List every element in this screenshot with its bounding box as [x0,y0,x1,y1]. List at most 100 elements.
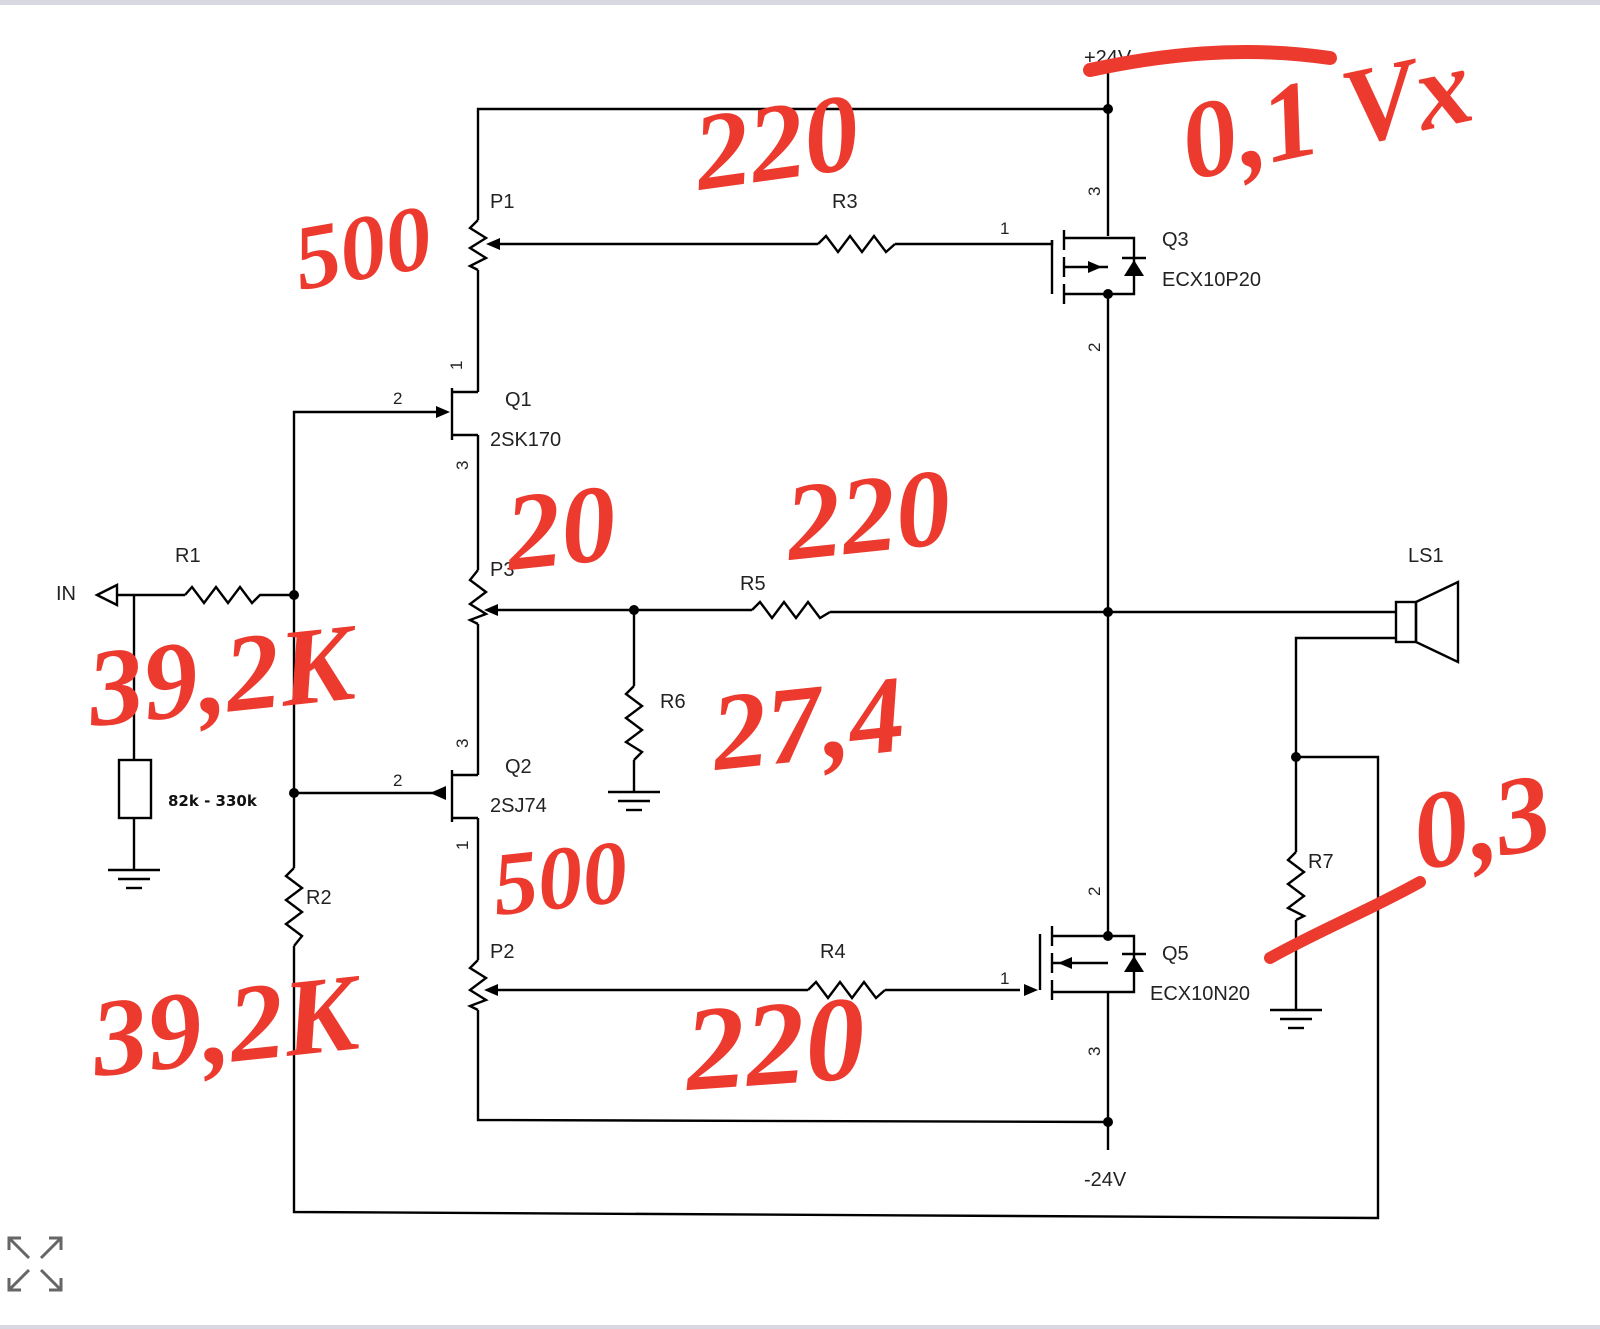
annotation-r1-value: 39,2K [81,600,366,750]
window-frame-top [0,0,1600,5]
resistor-r6 [623,685,644,761]
expand-icon-arrows [7,1236,63,1292]
q2-gate-arrow [430,786,446,800]
pot-p2-track [467,959,489,1012]
mosfet-q3 [1050,230,1146,304]
label-r7: R7 [1308,851,1334,873]
junction-r6 [629,605,639,615]
label-r1: R1 [175,545,201,567]
annotation-r5-value: 220 [778,445,957,584]
expand-icon-ne-line [39,1236,63,1260]
junction-bottom [1103,1117,1113,1127]
label-q5: Q5 [1162,943,1189,965]
component-labels: +24V -24V IN R1 R2 R3 R4 R5 R6 R7 P1 P2 … [56,47,1444,1191]
pot-p1-track [467,219,489,272]
q5-gate-arrow [1024,984,1038,996]
label-q5-part: ECX10N20 [1150,983,1250,1005]
label-r3: R3 [832,191,858,213]
label-p3: P3 [490,559,514,581]
pot-p2-wiper-arrow [484,984,498,996]
junctions [289,104,1301,1127]
pin-q3-source: 3 [1085,187,1104,196]
jfet-q2 [430,770,478,822]
label-ls1: LS1 [1408,545,1444,567]
resistor-r7 [1285,851,1307,922]
label-q2-part: 2SJ74 [490,795,547,817]
junction-r7 [1291,752,1301,762]
q1-gate-arrow [436,406,450,418]
pin-q2-source: 3 [453,739,472,748]
annotation-r2-value: 39,2K [85,950,370,1100]
expand-icon-se-line [39,1268,63,1292]
resistor-r1 [184,585,266,605]
mosfet-q5 [1024,926,1146,1000]
annotation-r7-value: 0,3 [1403,750,1560,894]
junction-top [1103,104,1113,114]
label-p1: P1 [490,191,514,213]
ground-icon-r7 [1270,1008,1322,1030]
resistor-r2 [284,867,304,947]
resistors [117,234,1307,1000]
resistor-r3 [817,234,896,254]
annotation-stroke-r7 [1264,876,1426,964]
q5-body-arrow [1058,957,1072,969]
label-q1-part: 2SK170 [490,429,561,451]
speaker-body [1394,600,1418,644]
annotation-stroke-top [1083,45,1337,77]
label-q3-part: ECX10P20 [1162,269,1261,291]
label-r5: R5 [740,573,766,595]
annotation-p3-value: 20 [498,461,622,594]
label-r4: R4 [820,941,846,963]
label-r6: R6 [660,691,686,713]
pin-q3-gate: 1 [1000,219,1009,238]
wire-q1-gate [292,410,440,595]
q3-body-arrow [1088,261,1102,273]
resistor-r5 [751,600,831,620]
annotation-r3-value: 220 [684,70,866,214]
ground-icon-input [108,868,160,890]
wire-bottom-rail [476,1010,1109,1124]
resistor-r4 [807,980,886,1000]
expand-icon-nw-line [7,1236,31,1260]
pin-q1-gate: 2 [393,389,402,408]
window-frame-bottom [0,1325,1600,1329]
pin-q3-drain: 2 [1085,343,1104,352]
q3-diode-wire [1108,236,1136,296]
pot-p3-wiper-arrow [484,604,498,616]
junction-input [289,590,299,600]
speaker-icon [1394,580,1460,664]
label-r2: R2 [306,887,332,909]
pin-numbers: 1 2 3 3 2 1 1 3 2 1 2 3 [393,187,1104,1056]
label-vminus: -24V [1084,1169,1127,1191]
wire-top-rail [476,107,1108,220]
q3-diode [1124,260,1144,276]
junction-q2-gate [289,788,299,798]
q5-diode [1124,956,1144,972]
input-port-icon [94,583,119,607]
pot-p1-wiper-arrow [486,238,500,250]
jfet-q1 [436,388,478,440]
pin-q5-gate: 1 [1000,969,1009,988]
label-q2: Q2 [505,756,532,778]
expand-icon[interactable] [3,1232,67,1296]
speaker-cone [1414,580,1460,664]
label-input-resistor-note: 82k - 330k [168,792,258,810]
label-q3: Q3 [1162,229,1189,251]
label-p2: P2 [490,941,514,963]
ground-icon-r6 [608,790,660,812]
pin-q5-source: 3 [1085,1047,1104,1056]
pin-q1-source: 3 [453,461,472,470]
pot-p3-track [467,569,489,626]
annotation-r4-value: 220 [679,971,870,1116]
pin-q2-drain: 1 [453,841,472,850]
potentiometers [467,219,500,1012]
junction-output [1103,607,1113,617]
resistor-input-box [117,758,153,820]
label-q1: Q1 [505,389,532,411]
annotation-p1-value: 500 [286,185,440,309]
pin-q1-drain: 1 [447,361,466,370]
pin-q5-drain: 2 [1085,887,1104,896]
annotation-r6-value: 27,4 [704,652,910,794]
wire-q3-gate [895,240,1054,246]
